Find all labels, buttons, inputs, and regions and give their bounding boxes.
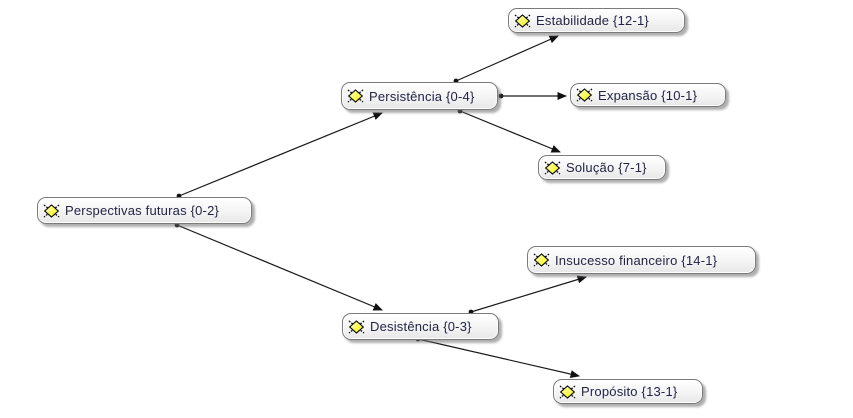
node-label: Propósito {13-1}	[581, 384, 678, 399]
node-label: Estabilidade {12-1}	[536, 13, 649, 28]
node-perspectivas[interactable]: Perspectivas futuras {0-2}	[37, 197, 252, 224]
edge-desistencia-insucesso[interactable]	[470, 275, 587, 313]
node-label: Persistência {0-4}	[369, 88, 475, 104]
node-label: Desistência {0-3}	[370, 319, 472, 334]
edge-perspectivas-persistencia[interactable]	[178, 112, 383, 197]
edge-persistencia-estabilidade[interactable]	[455, 35, 559, 82]
code-icon	[348, 319, 365, 334]
code-icon	[544, 160, 561, 175]
node-persistencia[interactable]: Persistência {0-4}	[341, 82, 498, 110]
code-icon	[559, 384, 576, 399]
node-label: Insucesso financeiro {14-1}	[555, 252, 718, 268]
code-icon	[347, 89, 364, 103]
code-icon	[533, 253, 550, 267]
code-icon	[514, 13, 531, 28]
node-solucao[interactable]: Solução {7-1}	[538, 155, 666, 180]
node-label: Perspectivas futuras {0-2}	[65, 203, 220, 218]
edge-source-dot	[498, 93, 504, 99]
node-estabilidade[interactable]: Estabilidade {12-1}	[508, 8, 685, 33]
node-expansao[interactable]: Expansão {10-1}	[570, 83, 726, 107]
edge-desistencia-proposito[interactable]	[417, 338, 580, 378]
code-icon	[43, 203, 60, 218]
edge-perspectivas-desistencia[interactable]	[176, 224, 383, 311]
node-label: Expansão {10-1}	[598, 87, 698, 103]
code-icon	[576, 88, 593, 102]
node-insucesso[interactable]: Insucesso financeiro {14-1}	[527, 246, 756, 274]
edge-persistencia-solucao[interactable]	[459, 110, 561, 153]
node-proposito[interactable]: Propósito {13-1}	[553, 379, 703, 404]
node-desistencia[interactable]: Desistência {0-3}	[342, 313, 499, 340]
node-label: Solução {7-1}	[566, 160, 647, 175]
